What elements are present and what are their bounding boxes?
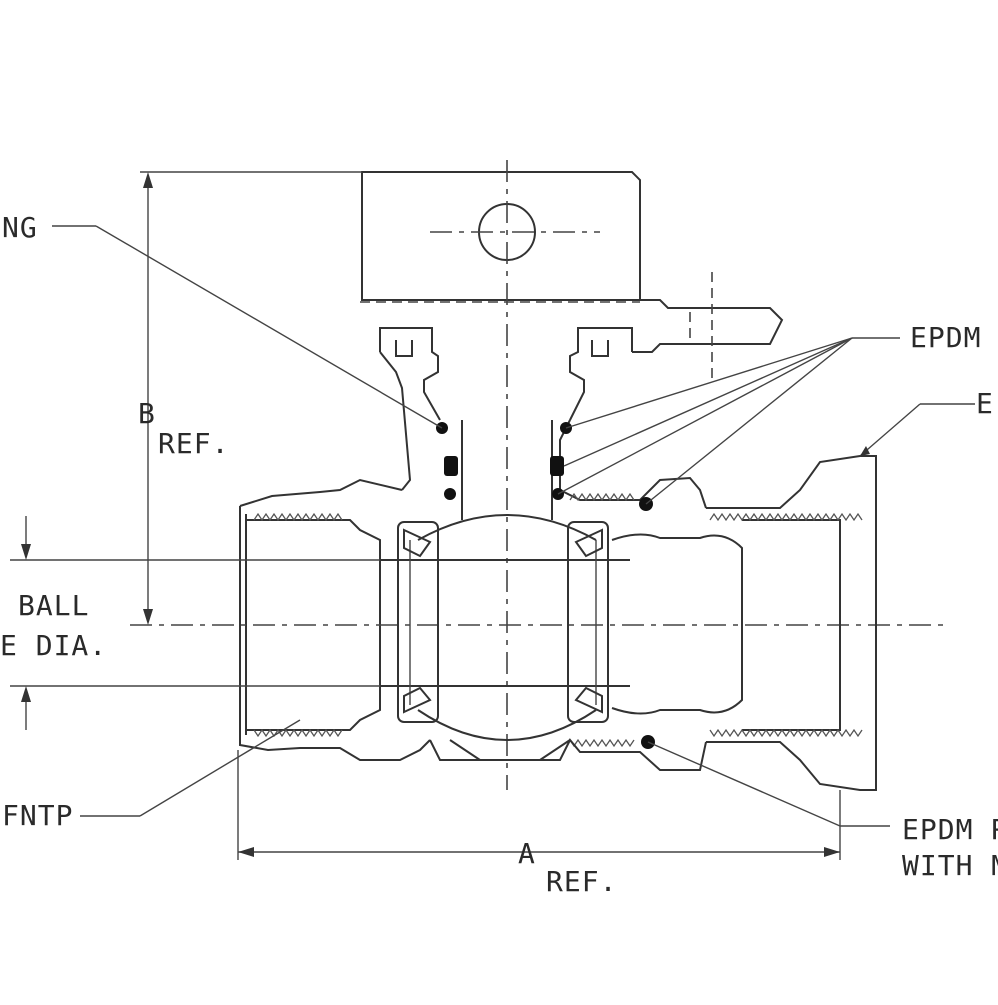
ball-dia-label: E DIA.: [0, 629, 108, 662]
end-label-partial: E: [976, 387, 994, 420]
packing-label: NG: [2, 211, 38, 244]
epdm-stem-seals-label: EPDM: [910, 321, 982, 354]
valve-body: [130, 455, 950, 791]
ball-label: BALL: [18, 589, 90, 622]
handle: [360, 171, 784, 380]
dimension-a-ref-label: REF.: [546, 865, 618, 898]
dimension-b-ref-label: REF.: [158, 427, 230, 460]
stem-assembly: [239, 160, 707, 790]
dimension-b-label: B: [138, 397, 156, 430]
o-rings: [436, 422, 655, 749]
leader-lines: [52, 225, 975, 827]
epdm-bottom-label-line2: WITH M: [902, 849, 998, 882]
fntp-label: FNTP: [2, 799, 74, 832]
epdm-bottom-label-line1: EPDM R: [902, 813, 998, 846]
dimension-a-label: A: [518, 837, 536, 870]
dimension-lines: [10, 171, 841, 860]
